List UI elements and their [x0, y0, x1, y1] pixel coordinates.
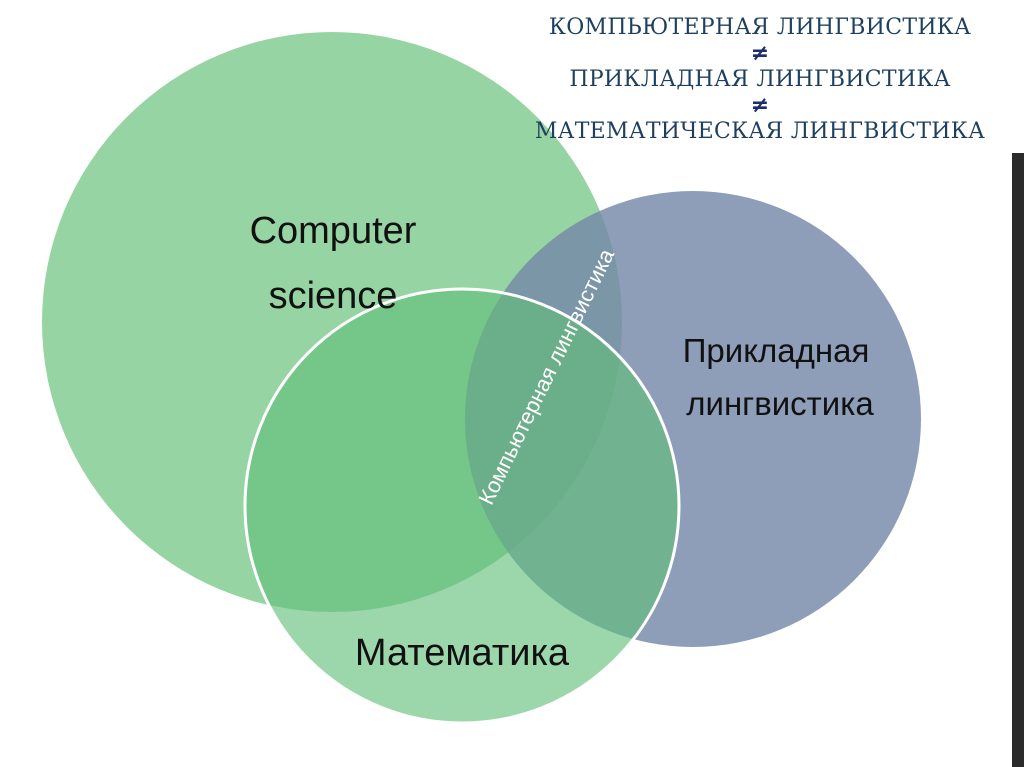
computer-science-label-line-2: science [269, 275, 398, 317]
not-equal-sign-1: ≠ [750, 41, 770, 66]
applied-linguistics-label-line-1: Прикладная [683, 332, 870, 369]
not-equal-sign-2: ≠ [750, 93, 770, 118]
mathematics-circle [243, 287, 681, 725]
slide-edge-bar [1012, 0, 1024, 767]
applied-linguistics-label-line-2: лингвистика [686, 385, 874, 422]
headline-mathematical-linguistics: МАТЕМАТИЧЕСКАЯ ЛИНГВИСТИКА [534, 119, 986, 144]
headline-applied-linguistics: ПРИКЛАДНАЯ ЛИНГВИСТИКА [569, 67, 951, 92]
computer-science-label-line-1: Computer [250, 210, 417, 252]
headline-computational-linguistics: КОМПЬЮТЕРНАЯ ЛИНГВИСТИКА [548, 15, 972, 40]
slide-edge-accent [1012, 0, 1024, 153]
headline: КОМПЬЮТЕРНАЯ ЛИНГВИСТИКА ≠ ПРИКЛАДНАЯ ЛИ… [500, 14, 1020, 146]
mathematics-label: Математика [355, 632, 570, 674]
